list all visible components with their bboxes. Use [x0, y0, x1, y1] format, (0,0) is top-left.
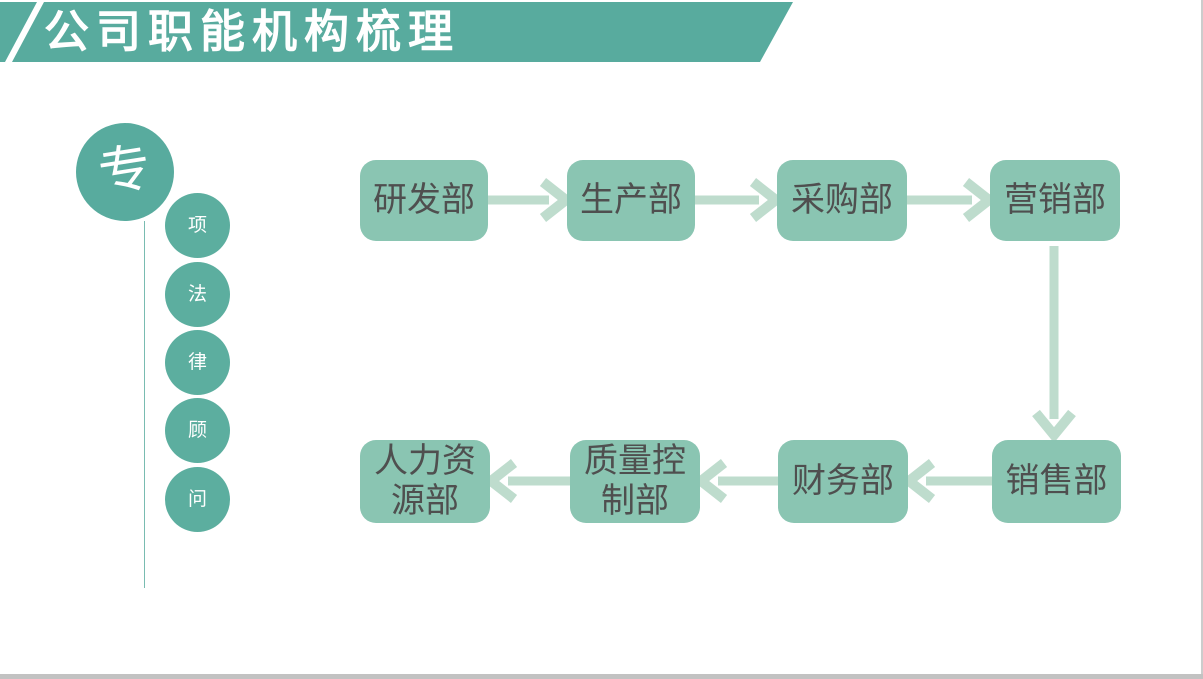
badge-char-2: 法 — [187, 284, 207, 305]
flow-box-human-resources-dept: 人力资源部 — [360, 440, 490, 523]
badge-circle-1: 项 — [165, 193, 230, 258]
badge-char-1: 项 — [187, 215, 207, 236]
badge-circle-4: 顾 — [165, 398, 230, 463]
badge-char-3: 律 — [187, 352, 207, 373]
arrow-right-icon — [907, 178, 998, 222]
badge-main-char: 专 — [94, 139, 156, 204]
badge-circle-2: 法 — [165, 262, 230, 327]
arrow-down-icon — [1032, 246, 1076, 443]
flow-box-marketing-dept: 营销部 — [990, 160, 1120, 241]
badge-main-circle: 专 — [76, 123, 174, 221]
arrow-right-icon — [488, 178, 575, 222]
arrow-left-icon — [482, 459, 570, 503]
badge-char-5: 问 — [187, 489, 207, 510]
flow-box-procurement-dept: 采购部 — [777, 160, 907, 241]
badge-vertical-line — [144, 221, 145, 588]
flow-box-production-dept: 生产部 — [567, 160, 695, 241]
arrow-left-icon — [692, 459, 778, 503]
flow-box-quality-control-dept: 质量控制部 — [570, 440, 700, 523]
badge-circle-5: 问 — [165, 467, 230, 532]
flow-box-sales-dept: 销售部 — [992, 440, 1121, 523]
page-title: 公司职能机构梳理 — [44, 6, 461, 57]
flow-box-finance-dept: 财务部 — [778, 440, 908, 523]
badge-char-4: 顾 — [187, 420, 207, 441]
window-bottom-bar — [0, 674, 1203, 679]
badge-circle-3: 律 — [165, 330, 230, 395]
arrow-left-icon — [900, 459, 992, 503]
arrow-right-icon — [695, 178, 785, 222]
window-right-edge — [1201, 0, 1203, 679]
title-banner: 公司职能机构梳理 — [12, 2, 793, 62]
flow-box-rd-dept: 研发部 — [360, 160, 488, 241]
